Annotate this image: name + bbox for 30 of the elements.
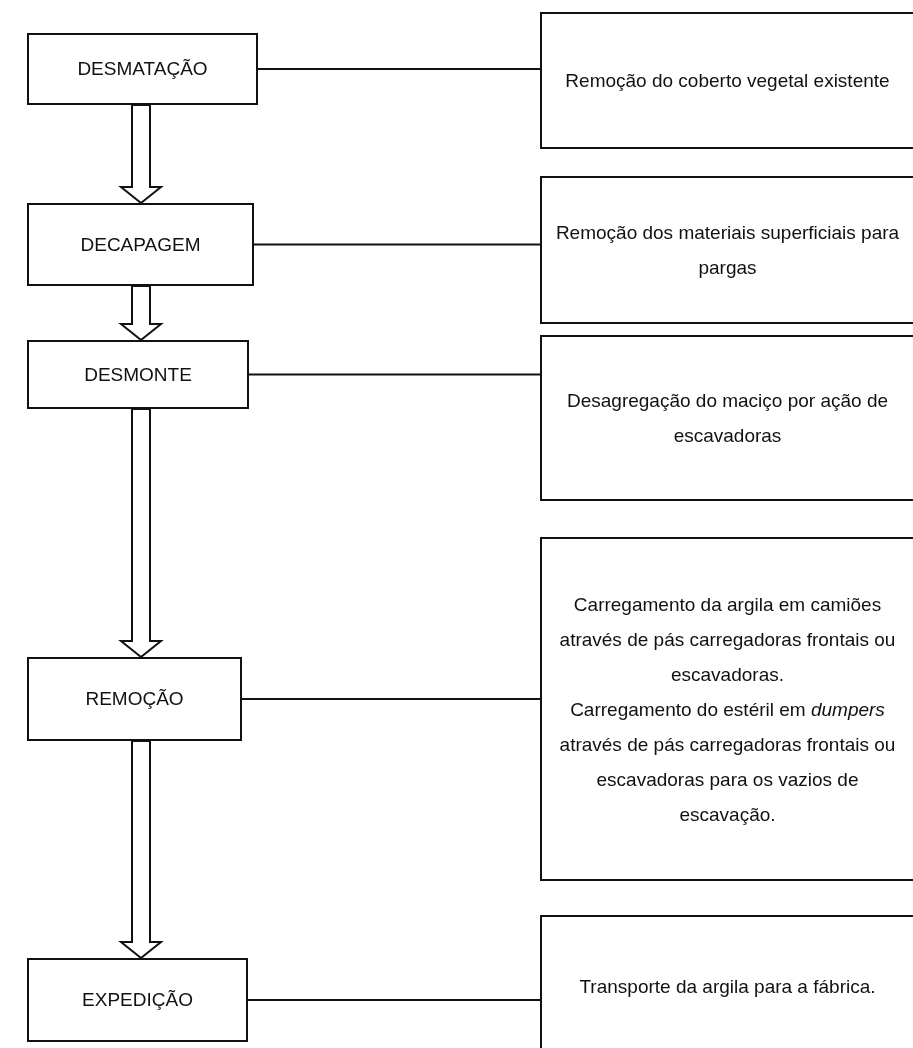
step-description: Carregamento da argila em camiões através de pás carregadoras frontais ou escavadoras.	[558, 592, 897, 687]
block-arrow	[118, 104, 164, 205]
step-description: Carregamento do estéril em dumpers através de pás carregadoras frontais ou escavadoras para os vazios de escavação.	[558, 697, 897, 827]
connector-line	[241, 698, 541, 700]
block-arrow	[118, 408, 164, 659]
connector-line	[257, 68, 541, 70]
block-arrow	[118, 285, 164, 342]
process-box	[27, 33, 258, 105]
description-box	[540, 176, 913, 324]
step-description: Transporte da argila para a fábrica.	[579, 974, 876, 999]
step-label: DECAPAGEM	[80, 233, 201, 256]
connector-line	[247, 999, 541, 1001]
step-label: DESMONTE	[84, 363, 192, 386]
step-description: Remoção do coberto vegetal existente	[565, 69, 890, 93]
description-box	[540, 12, 913, 149]
description-box	[540, 537, 913, 881]
step-label: EXPEDIÇÃO	[82, 989, 193, 1011]
description-box	[540, 915, 913, 1048]
step-description: Desagregação do maciço por ação de escavadoras	[565, 389, 890, 448]
description-box	[540, 335, 913, 501]
step-description: Remoção dos materiais superficiais para pargas	[554, 221, 901, 280]
block-arrow	[118, 740, 164, 960]
process-box	[27, 958, 248, 1042]
process-box	[27, 657, 242, 741]
step-label: DESMATAÇÃO	[77, 58, 208, 80]
step-label: REMOÇÃO	[85, 688, 184, 710]
process-box	[27, 203, 254, 286]
process-box	[27, 340, 249, 409]
connector-line	[253, 243, 541, 246]
connector-line	[248, 373, 541, 376]
